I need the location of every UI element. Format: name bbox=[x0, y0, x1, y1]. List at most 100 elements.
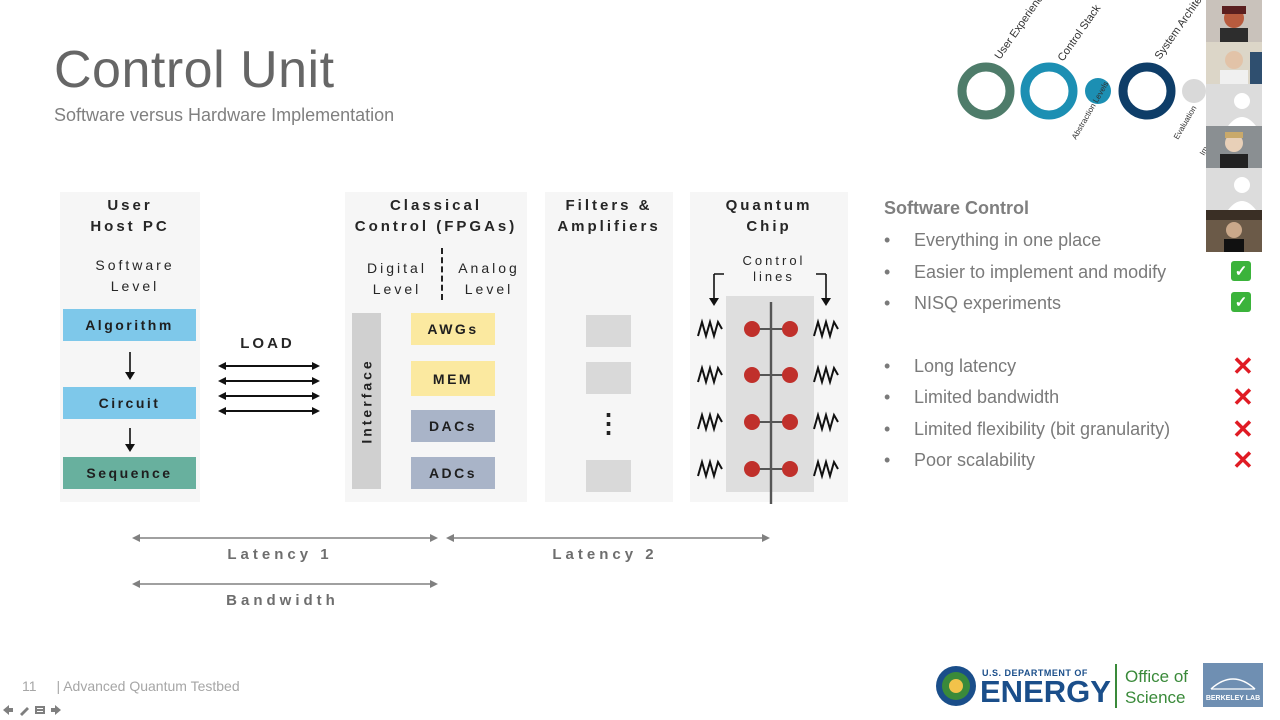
previous-slide-icon[interactable] bbox=[2, 704, 14, 716]
video-tile-4[interactable] bbox=[1206, 126, 1262, 168]
host-header-line2: Host PC bbox=[90, 218, 170, 235]
doe-energy-text: ENERGY bbox=[980, 674, 1111, 709]
con-item-2-text: Limited bandwidth bbox=[914, 387, 1060, 407]
dimension-lines bbox=[132, 534, 770, 588]
office-line1: Office of bbox=[1125, 667, 1188, 686]
quantum-header-line2: Chip bbox=[746, 218, 792, 235]
cross-icon: ✕ bbox=[1232, 414, 1254, 444]
algorithm-box: Algorithm bbox=[63, 309, 196, 341]
classical-header: Classical Control (FPGAs) bbox=[345, 195, 527, 237]
quantum-header-line1: Quantum bbox=[725, 197, 813, 214]
analog-level-label: Analog Level bbox=[448, 258, 530, 300]
interface-label-wrap: Interface bbox=[352, 313, 381, 489]
interface-label: Interface bbox=[358, 358, 375, 444]
ring-control-stack bbox=[1020, 62, 1078, 120]
con-item-4: •Poor scalability bbox=[884, 450, 1036, 470]
roadmap-graphic: User Experience Control Stack System Arc… bbox=[957, 0, 1206, 157]
doe-seal-icon bbox=[936, 666, 976, 706]
software-level-line1: Software bbox=[95, 257, 175, 273]
interface-bar bbox=[352, 313, 381, 489]
quantum-header: Quantum Chip bbox=[690, 195, 848, 237]
filters-header: Filters & Amplifiers bbox=[545, 195, 673, 237]
menu-icon[interactable] bbox=[34, 704, 46, 716]
control-lines-label: Control lines bbox=[730, 253, 818, 285]
digital-analog-divider bbox=[441, 248, 443, 300]
dot-abstraction bbox=[1085, 78, 1111, 104]
pro-item-2-text: Easier to implement and modify bbox=[914, 262, 1167, 282]
berkeley-lab-logo: BERKELEY LAB bbox=[1203, 663, 1263, 707]
classical-header-line2: Control (FPGAs) bbox=[354, 218, 518, 235]
ring-user-experience bbox=[957, 62, 1015, 120]
host-header-line1: User bbox=[107, 197, 153, 214]
roadmap-label-system: System Architecture bbox=[1153, 0, 1206, 62]
check-icon: ✓ bbox=[1231, 292, 1251, 312]
classical-header-line1: Classical bbox=[389, 197, 483, 214]
filters-header-line1: Filters & bbox=[565, 197, 653, 214]
roadmap-label-control: Control Stack bbox=[1056, 2, 1104, 63]
digital-level-label: Digital Level bbox=[356, 258, 438, 300]
panel-filters bbox=[545, 192, 673, 502]
filter-block-1 bbox=[586, 315, 631, 347]
digital-level-line2: Level bbox=[372, 281, 422, 297]
office-of-science: Office of Science bbox=[1125, 666, 1188, 708]
slide-subtitle: Software versus Hardware Implementation bbox=[54, 105, 395, 125]
pro-item-2: •Easier to implement and modify bbox=[884, 262, 1167, 282]
video-tile-3[interactable] bbox=[1206, 84, 1262, 126]
latency-1-label: Latency 1 bbox=[227, 546, 333, 563]
filters-header-line2: Amplifiers bbox=[557, 218, 661, 235]
load-label: LOAD bbox=[240, 335, 295, 352]
con-item-1-text: Long latency bbox=[914, 356, 1017, 376]
software-level-line2: Level bbox=[110, 278, 160, 294]
latency-2-label: Latency 2 bbox=[552, 546, 658, 563]
berkeley-lab-icon bbox=[1210, 678, 1256, 690]
next-slide-icon[interactable] bbox=[50, 704, 62, 716]
adcs-box: ADCs bbox=[411, 457, 495, 489]
office-line2: Science bbox=[1125, 688, 1186, 707]
load-arrows bbox=[218, 362, 320, 415]
digital-level-line1: Digital bbox=[367, 260, 427, 276]
slide-title: Control Unit bbox=[54, 41, 335, 99]
con-item-4-text: Poor scalability bbox=[914, 450, 1036, 470]
check-icon: ✓ bbox=[1231, 261, 1251, 281]
dot-next bbox=[1182, 79, 1206, 103]
awgs-box: AWGs bbox=[411, 313, 495, 345]
roadmap-sub-im: Im bbox=[1198, 145, 1206, 157]
page-number: 11 bbox=[22, 678, 37, 694]
con-item-3-text: Limited flexibility (bit granularity) bbox=[914, 419, 1171, 439]
cross-icon: ✕ bbox=[1232, 351, 1254, 381]
host-flow-arrows bbox=[125, 352, 135, 452]
host-header: User Host PC bbox=[60, 195, 200, 237]
roadmap-sub-evaluation: Evaluation bbox=[1172, 104, 1198, 141]
quantum-chip-graphic bbox=[697, 273, 839, 504]
circuit-box: Circuit bbox=[63, 387, 196, 419]
software-control-title: Software Control bbox=[884, 198, 1030, 218]
pro-item-1: •Everything in one place bbox=[884, 230, 1102, 250]
pro-item-3: •NISQ experiments bbox=[884, 293, 1062, 313]
software-level-label: Software Level bbox=[60, 255, 210, 297]
con-item-1: •Long latency bbox=[884, 356, 1017, 376]
pro-item-3-text: NISQ experiments bbox=[914, 293, 1062, 313]
logo-divider bbox=[1115, 664, 1117, 708]
pro-item-1-text: Everything in one place bbox=[914, 230, 1102, 250]
control-lines-line2: lines bbox=[753, 269, 795, 284]
dacs-box: DACs bbox=[411, 410, 495, 442]
sequence-box: Sequence bbox=[63, 457, 196, 489]
filter-ellipsis: ⋮ bbox=[595, 408, 622, 438]
video-tile-1[interactable] bbox=[1206, 0, 1262, 42]
filter-block-3 bbox=[586, 460, 631, 492]
analog-level-line2: Level bbox=[464, 281, 514, 297]
analog-level-line1: Analog bbox=[458, 260, 520, 276]
berkeley-lab-text: BERKELEY LAB bbox=[1205, 695, 1261, 702]
mem-box: MEM bbox=[411, 361, 495, 396]
video-tile-5[interactable] bbox=[1206, 168, 1262, 210]
doe-top-text: U.S. DEPARTMENT OF bbox=[982, 668, 1088, 678]
footer: 11 | Advanced Quantum Testbed bbox=[22, 678, 240, 694]
video-tile-6[interactable] bbox=[1206, 210, 1262, 252]
ring-system-architecture bbox=[1118, 62, 1176, 120]
filter-block-2 bbox=[586, 362, 631, 394]
pen-icon[interactable] bbox=[18, 704, 30, 716]
cross-icon: ✕ bbox=[1232, 382, 1254, 412]
video-tile-2[interactable] bbox=[1206, 42, 1262, 84]
con-item-2: •Limited bandwidth bbox=[884, 387, 1060, 407]
roadmap-label-user: User Experience bbox=[993, 0, 1049, 62]
